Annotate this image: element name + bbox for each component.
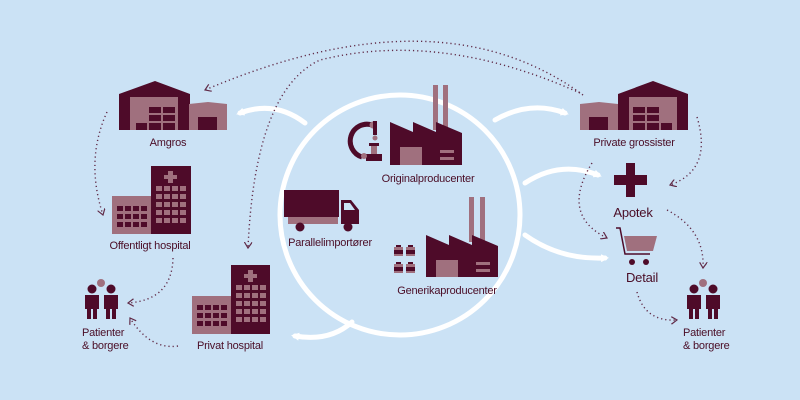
dotted-offentligt-to-patienter xyxy=(128,257,174,303)
central-circle xyxy=(277,92,523,338)
patienter-left-label: Patienter & borgere xyxy=(82,327,129,353)
apotek-label: Apotek xyxy=(613,205,653,220)
arrow-to-detail xyxy=(522,232,609,263)
originalproducenter-factory-icon xyxy=(390,85,462,165)
arrow-to-amgros xyxy=(236,105,308,126)
dotted-privat-to-patienter xyxy=(130,318,179,348)
patienter-left-people-icon xyxy=(85,279,118,319)
dotted-apotek-to-patienter xyxy=(666,209,703,268)
patienter-right-label: Patienter & borgere xyxy=(683,327,730,353)
privat-hospital-icon xyxy=(192,265,270,334)
patienter-left-line2: & borgere xyxy=(82,340,129,352)
patienter-right-line2: & borgere xyxy=(683,340,730,352)
originalproducenter-label: Originalproducenter xyxy=(381,173,475,185)
dotted-grossist-to-detail xyxy=(578,162,607,238)
private-grossister-label: Private grossister xyxy=(593,137,675,149)
arrow-to-privat-hospital xyxy=(291,319,355,341)
detail-shopping-cart-icon xyxy=(616,227,657,265)
parallelimportorer-truck-icon xyxy=(284,190,359,232)
offentligt-hospital-label: Offentligt hospital xyxy=(109,240,191,252)
dotted-detail-to-patienter xyxy=(636,291,677,320)
arrow-to-private-grossister xyxy=(492,105,569,123)
parallelimportorer-label: Parallelimportører xyxy=(288,237,372,249)
amgros-label: Amgros xyxy=(149,137,187,149)
patienter-left-line1: Patienter xyxy=(82,327,125,339)
privat-hospital-label: Privat hospital xyxy=(196,340,264,352)
detail-label: Detail xyxy=(625,270,659,285)
microscope-icon xyxy=(347,121,382,161)
dotted-grossist-to-amgros xyxy=(205,40,584,96)
private-grossister-warehouse-icon xyxy=(580,81,688,130)
dotted-amgros-to-offentligt xyxy=(94,111,108,215)
generikaproducenter-label: Generikaproducenter xyxy=(397,285,497,297)
apotek-cross-icon xyxy=(614,163,647,197)
offentligt-hospital-icon xyxy=(112,166,191,234)
bottles-icon xyxy=(394,245,415,273)
amgros-warehouse-icon xyxy=(119,81,227,130)
patienter-right-people-icon xyxy=(687,279,720,319)
generikaproducenter-factory-icon xyxy=(426,197,498,277)
arrow-to-apotek xyxy=(522,166,602,186)
patienter-right-line1: Patienter xyxy=(683,327,726,339)
